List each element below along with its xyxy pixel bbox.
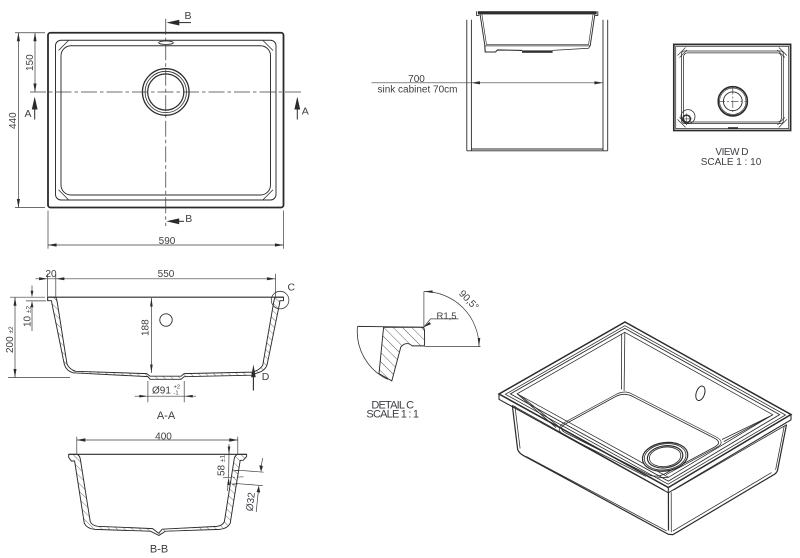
svg-text:sink cabinet 70cm: sink cabinet 70cm bbox=[377, 85, 457, 96]
svg-text:200 ±2: 200 ±2 bbox=[5, 326, 16, 353]
svg-text:A: A bbox=[25, 108, 32, 120]
svg-text:700: 700 bbox=[408, 74, 425, 85]
svg-text:-1: -1 bbox=[174, 391, 179, 397]
svg-text:10 ±2: 10 ±2 bbox=[23, 306, 34, 327]
svg-text:550: 550 bbox=[158, 269, 175, 280]
svg-text:58 ±1: 58 ±1 bbox=[217, 455, 228, 476]
svg-text:C: C bbox=[288, 282, 296, 294]
svg-text:A-A: A-A bbox=[157, 410, 176, 422]
svg-text:SCALE 1 : 10: SCALE 1 : 10 bbox=[701, 157, 762, 168]
svg-text:B-B: B-B bbox=[150, 544, 168, 556]
svg-text:90,5°: 90,5° bbox=[456, 289, 480, 314]
svg-text:Ø32: Ø32 bbox=[245, 491, 258, 511]
svg-text:D: D bbox=[262, 371, 270, 383]
svg-text:440: 440 bbox=[8, 112, 19, 129]
svg-text:150: 150 bbox=[25, 54, 36, 71]
svg-text:Ø91: Ø91 bbox=[152, 386, 171, 397]
svg-text:DETAIL C: DETAIL C bbox=[371, 400, 414, 412]
svg-text:VIEW D: VIEW D bbox=[715, 147, 748, 158]
svg-text:R1,5: R1,5 bbox=[437, 311, 457, 322]
svg-text:A: A bbox=[302, 106, 309, 118]
svg-text:SCALE 1 : 1: SCALE 1 : 1 bbox=[366, 409, 418, 421]
svg-text:188: 188 bbox=[141, 319, 152, 336]
svg-text:B: B bbox=[185, 213, 192, 225]
svg-text:20: 20 bbox=[45, 269, 57, 280]
svg-text:B: B bbox=[185, 10, 192, 22]
svg-text:400: 400 bbox=[155, 431, 172, 442]
svg-text:590: 590 bbox=[159, 236, 176, 247]
svg-text:+2: +2 bbox=[174, 385, 181, 391]
